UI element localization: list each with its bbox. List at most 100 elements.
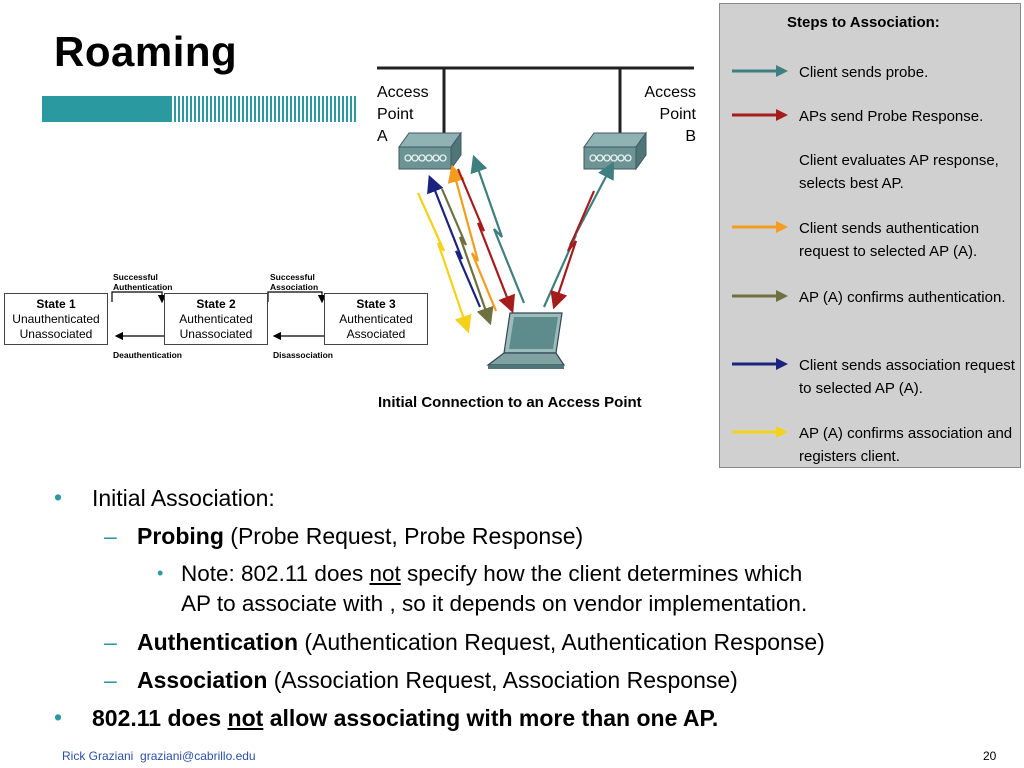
lightning-signal-icon (550, 190, 596, 310)
barcode-stripe (178, 96, 180, 122)
barcode-stripe (190, 96, 192, 122)
barcode-stripe (314, 96, 316, 122)
barcode-stripe (350, 96, 352, 122)
barcode-stripe (318, 96, 320, 122)
barcode-stripe (234, 96, 236, 122)
barcode-stripe (278, 96, 280, 122)
barcode-stripe (258, 96, 260, 122)
lightning-signal-icon (427, 174, 482, 308)
bullet-dot-icon: • (54, 704, 63, 730)
lightning-signal-icon (470, 154, 526, 304)
orange-arrow-icon (732, 221, 788, 233)
step-authentication-request: Client sends authentication request to s… (732, 217, 1022, 265)
teal-arrow-icon (732, 65, 788, 77)
barcode-stripe (266, 96, 268, 122)
barcode-stripe (334, 96, 336, 122)
step-text: APs send Probe Response. (799, 108, 984, 125)
step-client-evaluates: Client evaluates AP response, selects be… (732, 149, 1022, 197)
state-box-3: State 3 Authenticated Associated (324, 293, 428, 345)
footer-credits: Rick Graziani graziani@cabrillo.edu (62, 749, 256, 763)
barcode-stripe (238, 96, 240, 122)
lightning-signal-icon (440, 188, 494, 326)
barcode-stripe (194, 96, 196, 122)
barcode-stripe (206, 96, 208, 122)
lightning-signal-icon (542, 161, 615, 308)
barcode-stripe (342, 96, 344, 122)
bullet-no-multiple-ap: • 802.11 does not allow associating with… (54, 704, 719, 731)
bullet-association: – Association (Association Request, Asso… (104, 667, 738, 693)
bullet-note: • Note: 802.11 does not specify how the … (157, 559, 802, 589)
barcode-stripe (322, 96, 324, 122)
access-point-icon (583, 131, 647, 171)
dash-marker-icon: – (104, 523, 117, 549)
bullet-authentication: – Authentication (Authentication Request… (104, 629, 825, 655)
step-text: AP (A) confirms association and register… (799, 425, 1013, 465)
state-transition-arrows (111, 291, 327, 341)
laptop-icon (486, 312, 566, 369)
olive-arrow-icon (732, 290, 788, 302)
dash-marker-icon: – (104, 629, 117, 655)
barcode-stripe (222, 96, 224, 122)
navy-arrow-icon (732, 358, 788, 370)
barcode-stripe (198, 96, 200, 122)
barcode-stripe (290, 96, 292, 122)
step-text: Client sends association request to sele… (799, 357, 1015, 397)
barcode-stripe (250, 96, 252, 122)
barcode-stripe (210, 96, 212, 122)
slide-title: Roaming (54, 28, 238, 75)
bullet-initial-association: • Initial Association: (54, 484, 275, 511)
barcode-stripe (346, 96, 348, 122)
barcode-stripe (242, 96, 244, 122)
steps-panel-title: Steps to Association: (787, 14, 940, 31)
transition-successful-association: Successful Association (270, 272, 319, 292)
step-aps-send-probe-response: APs send Probe Response. (732, 105, 1022, 153)
barcode-stripe (182, 96, 184, 122)
dash-marker-icon: – (104, 667, 117, 693)
state-box-1: State 1 Unauthenticated Unassociated (4, 293, 108, 345)
barcode-stripe (282, 96, 284, 122)
step-text: Client sends probe. (799, 64, 929, 81)
step-association-request: Client sends association request to sele… (732, 354, 1022, 402)
network-diagram-caption: Initial Connection to an Access Point (378, 394, 642, 411)
barcode-stripe (302, 96, 304, 122)
transition-disassociation: Disassociation (273, 350, 333, 360)
barcode-stripe (326, 96, 328, 122)
barcode-stripe (218, 96, 220, 122)
barcode-stripe (330, 96, 332, 122)
step-text: Client sends authentication request to s… (799, 220, 980, 260)
step-text: Client evaluates AP response, selects be… (799, 152, 999, 192)
lightning-signal-icon (456, 168, 515, 314)
barcode-stripe (186, 96, 188, 122)
yellow-arrow-icon (732, 426, 788, 438)
barcode-stripe (294, 96, 296, 122)
barcode-stripe (274, 96, 276, 122)
red-arrow-icon (732, 109, 788, 121)
bullet-note-line2: AP to associate with , so it depends on … (181, 591, 808, 616)
barcode-stripe (310, 96, 312, 122)
barcode-stripe (354, 96, 356, 122)
network-diagram (377, 66, 694, 369)
step-ap-confirms-association: AP (A) confirms association and register… (732, 422, 1022, 470)
lightning-signal-icon (416, 192, 472, 334)
barcode-stripe (254, 96, 256, 122)
access-point-a-label: Access Point A (377, 84, 429, 145)
bullet-dot-icon: • (54, 484, 63, 510)
access-point-icon (398, 131, 462, 171)
state-box-2: State 2 Authenticated Unassociated (164, 293, 268, 345)
barcode-stripe (202, 96, 204, 122)
page-number: 20 (983, 749, 997, 763)
barcode-stripe (246, 96, 248, 122)
bullet-probing: – Probing (Probe Request, Probe Response… (104, 523, 584, 549)
step-text: AP (A) confirms authentication. (799, 289, 1006, 306)
barcode-stripe (226, 96, 228, 122)
access-point-b-label: Access Point B (644, 84, 696, 145)
lightning-signal-icon (447, 164, 498, 312)
transition-deauthentication: Deauthentication (113, 350, 182, 360)
barcode-stripe (214, 96, 216, 122)
barcode-stripe (174, 96, 176, 122)
steps-to-association-panel: Steps to Association: Client sends probe… (719, 3, 1021, 468)
state-diagram: Successful Authentication Successful Ass… (4, 268, 436, 364)
barcode-stripe (230, 96, 232, 122)
step-client-sends-probe: Client sends probe. (732, 61, 1022, 109)
barcode-stripe (306, 96, 308, 122)
